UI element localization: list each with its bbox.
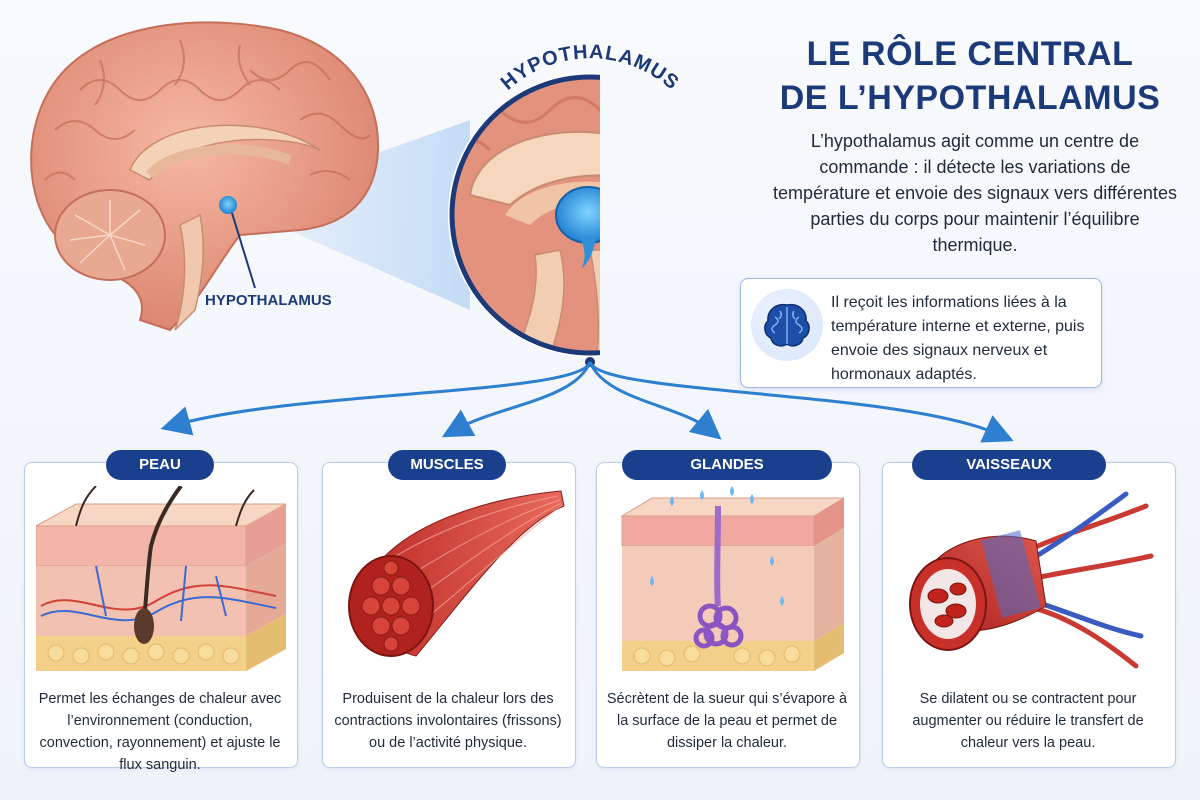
zoom-label: HYPOTHALAMUS <box>497 41 682 94</box>
intro-text: L’hypothalamus agit comme un centre de c… <box>773 131 1177 255</box>
card-title-muscles: MUSCLES <box>388 450 506 480</box>
title-line-2: DE L’HYPOTHALAMUS <box>779 79 1161 117</box>
card-text-peau: Permet les échanges de chaleur avec l’en… <box>38 691 282 773</box>
card-text-muscles: Produisent de la chaleur lors des contra… <box>334 691 562 751</box>
brain-illustration <box>30 21 600 357</box>
skin-section-illustration <box>36 486 286 671</box>
card-title-vaisseaux: VAISSEAUX SANGUINS <box>912 450 1106 503</box>
card-title-peau: PEAU <box>106 450 214 480</box>
card-text-vaisseaux: Se dilatent ou se contractent pour augme… <box>912 691 1144 751</box>
title-line-1: LE RÔLE CENTRAL <box>806 35 1134 73</box>
info-box: Il reçoit les informations liées à la te… <box>740 278 1102 388</box>
brain-icon <box>751 289 823 361</box>
page-title: LE RÔLE CENTRAL DE L’HYPOTHALAMUS <box>760 32 1180 120</box>
card-title-glandes: GLANDES SUDORIPARES <box>622 450 832 503</box>
hypothalamus-marker <box>219 196 237 214</box>
hypothalamus-label: HYPOTHALAMUS <box>205 292 332 309</box>
hypothalamus-zoom-circle <box>448 73 600 357</box>
connector-arrows <box>160 357 1014 443</box>
brain-sagittal-view <box>30 21 380 332</box>
sweat-gland-illustration <box>620 486 844 671</box>
blood-vessel-illustration <box>909 491 1154 669</box>
svg-text:HYPOTHALAMUS: HYPOTHALAMUS <box>497 41 683 94</box>
muscle-illustration <box>348 490 565 657</box>
info-text: Il reçoit les informations liées à la te… <box>831 294 1085 383</box>
zoom-label-arc: HYPOTHALAMUS <box>497 41 683 94</box>
card-text-glandes: Sécrètent de la sueur qui s’évapore à la… <box>606 691 848 751</box>
